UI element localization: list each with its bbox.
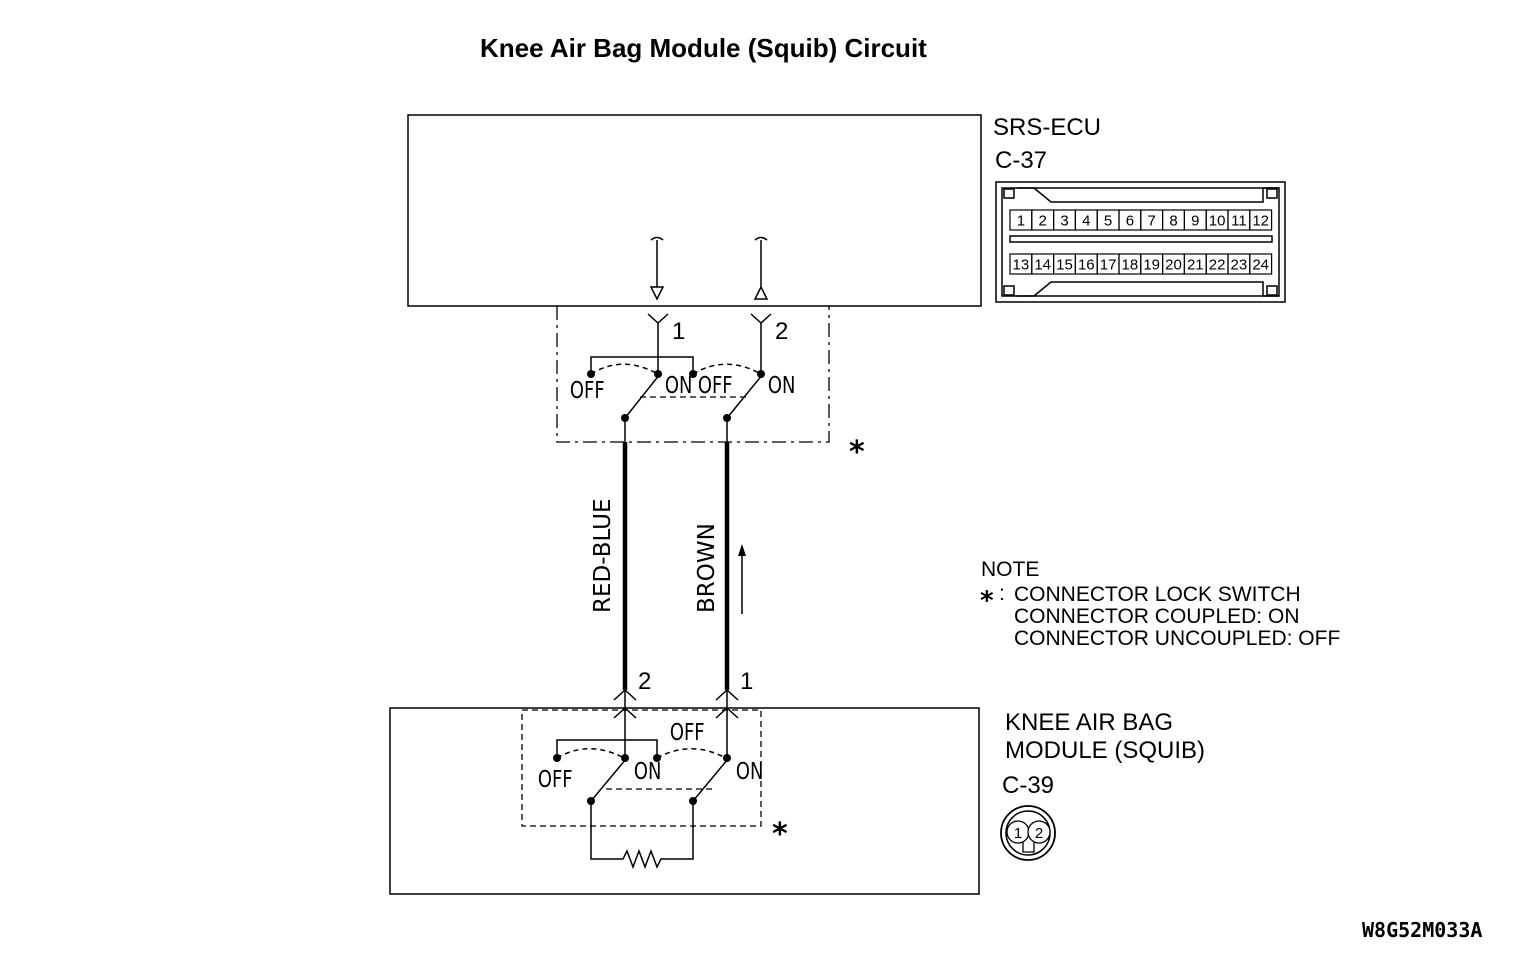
module-switch-1-off-contact [553, 754, 561, 762]
ecu-name: SRS-ECU [993, 114, 1101, 141]
ecu-switch-2-on-label: ON [768, 372, 796, 399]
ecu-terminal-1 [647, 313, 669, 373]
srs-ecu-box [407, 114, 982, 307]
wire-color-red-blue: RED-BLUE [590, 498, 616, 613]
ecu-switch-1-on-contact [654, 370, 662, 378]
ecu-lock-switch-2 [692, 363, 764, 419]
module-switch-1-on-label: ON [634, 758, 662, 785]
ecu-connector-bottom-pin-22: 22 [1209, 257, 1226, 274]
module-pin-1-label: 1 [740, 668, 753, 695]
current-flow-arrow-icon [738, 544, 746, 614]
arrow-up-open-icon [753, 285, 769, 300]
ecu-connector-top-pin-5: 5 [1104, 213, 1112, 230]
ecu-connector-bottom-pin-24: 24 [1252, 257, 1269, 274]
ecu-connector-top-pin-9: 9 [1191, 213, 1199, 230]
ecu-switch-1-off-label: OFF [570, 377, 605, 404]
ecu-lock-switch-1 [590, 356, 694, 419]
note-heading: NOTE [981, 558, 1039, 581]
ecu-connector-top-pin-3: 3 [1060, 213, 1068, 230]
module-pin-2-label: 2 [638, 668, 651, 695]
module-switch-1-off-label: OFF [538, 766, 573, 793]
ecu-internal-lead-2 [754, 236, 768, 287]
module-name-line1: KNEE AIR BAG [1005, 709, 1173, 736]
module-terminal-2 [613, 688, 637, 758]
module-connector-face [1000, 805, 1056, 861]
module-connector-id: C-39 [1002, 772, 1054, 799]
ecu-connector-top-pin-12: 12 [1252, 213, 1269, 230]
module-connector-pin-2: 2 [1035, 825, 1043, 842]
ecu-connector-top-pin-1: 1 [1017, 213, 1025, 230]
ecu-connector-top-pin-10: 10 [1209, 213, 1226, 230]
module-name-line2: MODULE (SQUIB) [1005, 737, 1205, 764]
arrow-down-open-icon [649, 286, 665, 301]
note-separator: : [999, 582, 1005, 605]
ecu-connector-top-pin-6: 6 [1126, 213, 1134, 230]
ecu-connector-top-pin-4: 4 [1082, 213, 1090, 230]
note-line-2: CONNECTOR COUPLED: ON [1014, 605, 1299, 628]
diagram-title: Knee Air Bag Module (Squib) Circuit [480, 33, 927, 63]
ecu-switch-1-on-label: ON [665, 372, 693, 399]
ecu-connector-bottom-pin-20: 20 [1165, 257, 1182, 274]
connector-face-icon [995, 181, 1286, 303]
ecu-connector-bottom-pin-23: 23 [1231, 257, 1248, 274]
ecu-connector-bottom-cell-24 [1249, 253, 1273, 275]
ecu-switch-2-off-contact [689, 370, 697, 378]
ecu-connector-top-pin-7: 7 [1148, 213, 1156, 230]
wire-color-brown: BROWN [694, 523, 720, 613]
note-line-3: CONNECTOR UNCOUPLED: OFF [1014, 627, 1340, 650]
ecu-connector-bottom-pin-13: 13 [1013, 257, 1030, 274]
module-lock-switch-1 [556, 739, 658, 802]
module-lock-switch-2 [656, 748, 729, 802]
note-star: * [980, 586, 994, 616]
ecu-connector-bottom-pin-17: 17 [1100, 257, 1117, 274]
ecu-switch-2-on-contact [757, 370, 765, 378]
figure-code: W8G52M033A [1362, 918, 1482, 942]
ecu-connector-top-pin-8: 8 [1169, 213, 1177, 230]
ecu-connector-enclosure [556, 306, 830, 443]
knee-airbag-module-box [389, 707, 980, 895]
ecu-connector-top-cell-12 [1249, 209, 1273, 231]
ecu-connector-bottom-pin-16: 16 [1078, 257, 1095, 274]
note-line-1: CONNECTOR LOCK SWITCH [1014, 583, 1301, 606]
module-switch-2-on-contact [723, 754, 731, 762]
module-switch-enclosure [521, 709, 762, 827]
ecu-connector-bottom-pin-15: 15 [1056, 257, 1073, 274]
module-connector-pin-1: 1 [1014, 825, 1022, 842]
module-terminal-1 [715, 688, 739, 758]
ecu-connector-bottom-pin-18: 18 [1122, 257, 1139, 274]
ecu-connector-id: C-37 [995, 147, 1047, 174]
ecu-internal-lead-1 [650, 236, 664, 287]
ecu-switch-2-off-label: OFF [698, 372, 733, 399]
ecu-pin-2-label: 2 [775, 318, 788, 345]
module-switch-1-on-contact [621, 754, 629, 762]
ecu-switch-1-off-contact [587, 370, 595, 378]
ecu-pin-1-label: 1 [672, 318, 685, 345]
module-switch-2-off-label: OFF [670, 719, 705, 746]
ecu-terminal-2 [750, 313, 772, 373]
resistor-icon [590, 801, 694, 870]
ecu-lock-marker: * [849, 435, 865, 470]
ecu-connector-bottom-pin-14: 14 [1034, 257, 1051, 274]
ecu-connector-bottom-pin-19: 19 [1143, 257, 1160, 274]
module-switch-2-on-label: ON [736, 758, 764, 785]
ecu-connector-bottom-pin-21: 21 [1187, 257, 1204, 274]
ecu-connector-top-pin-11: 11 [1231, 213, 1247, 230]
module-switch-2-off-contact [653, 754, 661, 762]
module-lock-marker: * [772, 817, 788, 852]
ecu-connector-top-pin-2: 2 [1039, 213, 1047, 230]
